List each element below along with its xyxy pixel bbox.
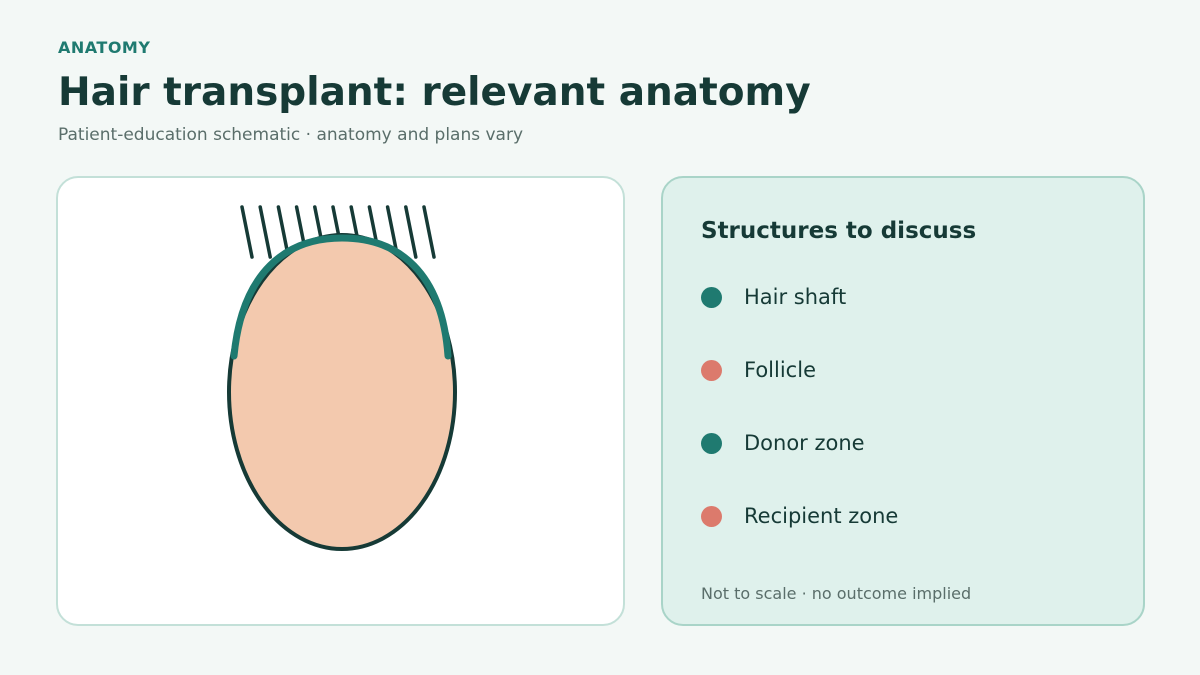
legend-item-follicle: Follicle (701, 355, 898, 385)
legend-label: Donor zone (744, 431, 865, 455)
hair-strand (258, 205, 272, 259)
legend-footnote: Not to scale · no outcome implied (701, 584, 972, 603)
scalp-head (227, 233, 457, 551)
page-title: Hair transplant: relevant anatomy (58, 70, 811, 115)
legend-label: Recipient zone (744, 504, 899, 528)
legend-item-donor-zone: Donor zone (701, 428, 898, 458)
legend-dot (701, 505, 722, 527)
page-subtitle: Patient-education schematic · anatomy an… (58, 125, 524, 145)
hair-strand (404, 205, 418, 259)
legend-item-hair-shaft: Hair shaft (701, 282, 898, 312)
eyebrow-label: ANATOMY (58, 38, 151, 57)
legend-label: Hair shaft (744, 285, 847, 309)
legend-label: Follicle (744, 358, 816, 382)
legend-list: Hair shaft Follicle Donor zone Recipient… (701, 282, 898, 574)
hair-strand (422, 205, 436, 259)
legend-dot (701, 359, 722, 381)
legend-title: Structures to discuss (701, 218, 977, 244)
hair-strands (240, 205, 436, 259)
hair-shaft-arc (230, 234, 452, 360)
legend-dot (701, 286, 722, 308)
legend-card: Structures to discuss Hair shaft Follicl… (661, 176, 1145, 626)
legend-dot (701, 432, 722, 454)
legend-item-recipient-zone: Recipient zone (701, 501, 898, 531)
head-diagram (227, 205, 457, 551)
diagram-card (56, 176, 625, 626)
hair-strand (240, 205, 254, 259)
